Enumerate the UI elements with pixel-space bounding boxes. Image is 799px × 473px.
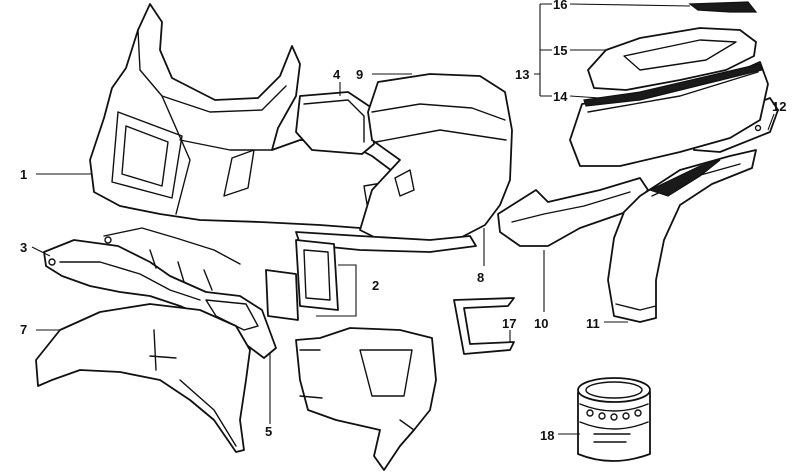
callout-12: 12 xyxy=(772,99,786,114)
case-lid-part xyxy=(587,27,757,91)
lower-fairing-side-part xyxy=(295,327,437,471)
callout-4: 4 xyxy=(333,67,341,82)
front-fairing-part xyxy=(89,3,413,231)
callout-11: 11 xyxy=(586,316,600,331)
callout-1: 1 xyxy=(20,167,27,182)
front-mudguard-part xyxy=(35,303,251,453)
callout-18: 18 xyxy=(540,428,554,443)
callout-16: 16 xyxy=(553,0,567,12)
callout-14: 14 xyxy=(553,89,568,104)
callout-labels: 1 2 3 4 5 7 8 9 10 11 12 13 14 15 16 17 … xyxy=(20,0,786,443)
lid-cap-part xyxy=(688,1,758,13)
callout-8: 8 xyxy=(477,270,484,285)
fairing-bracket-part xyxy=(43,227,277,359)
mirror-panel-part xyxy=(295,91,375,155)
callout-10: 10 xyxy=(534,316,548,331)
callout-7: 7 xyxy=(20,322,27,337)
callout-15: 15 xyxy=(553,43,567,58)
callout-2: 2 xyxy=(372,278,379,293)
leader-lines xyxy=(31,3,775,435)
paint-can-part xyxy=(577,377,651,462)
callout-17: 17 xyxy=(502,316,516,331)
vent-insert-part xyxy=(265,239,339,321)
case-bottom-part xyxy=(569,61,769,167)
rear-fender-part xyxy=(607,149,757,323)
callout-9: 9 xyxy=(356,67,363,82)
callout-5: 5 xyxy=(265,424,272,439)
tank-cover-part xyxy=(359,73,513,245)
callout-13: 13 xyxy=(515,67,529,82)
clip-part xyxy=(453,297,515,355)
callout-3: 3 xyxy=(20,240,27,255)
